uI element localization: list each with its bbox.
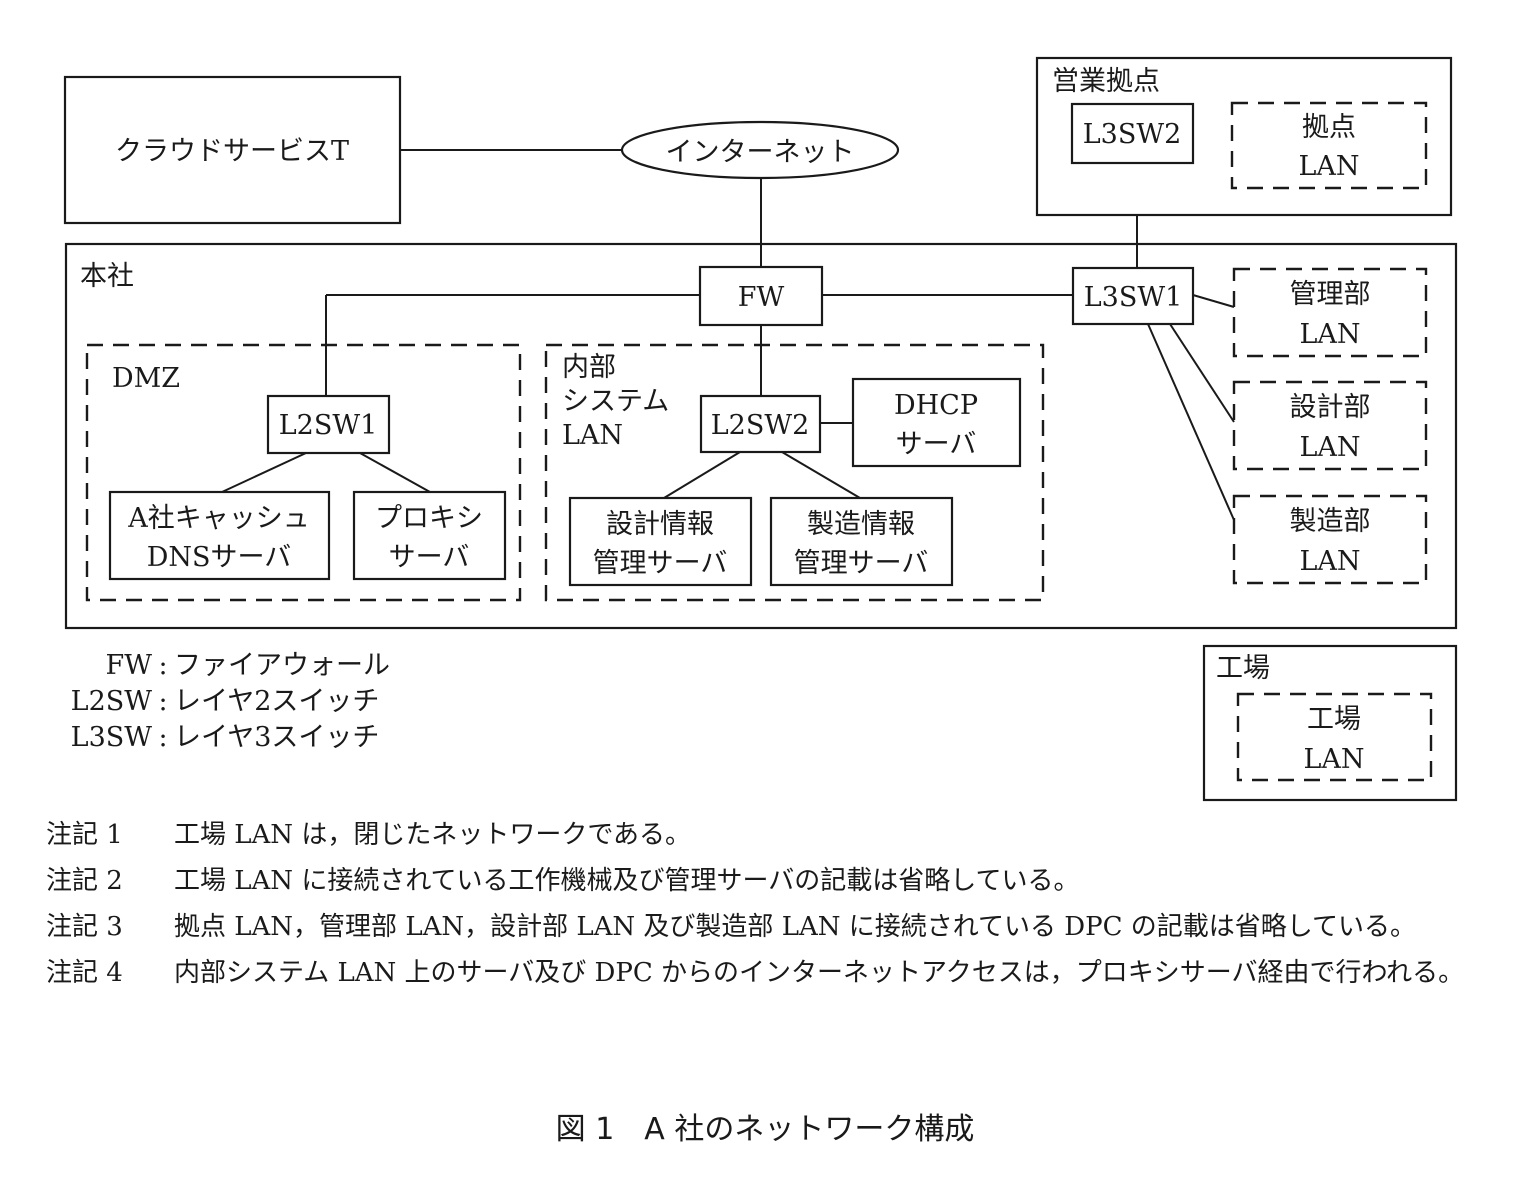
firewall-box — [698, 265, 824, 327]
admin-dept-lan-line2: LAN — [1299, 319, 1360, 350]
internet-label: インターネット — [666, 137, 855, 168]
design-info-server-line1: 設計情報 — [606, 509, 714, 540]
note-item: 注記 4 内部システム LAN 上のサーバ及び DPC からのインターネットアク… — [46, 950, 1486, 996]
legend-sep: : — [158, 686, 168, 717]
dmz-title: DMZ — [112, 363, 180, 394]
note-label: 注記 4 — [46, 958, 123, 988]
legend-row: L3SW : レイヤ3スイッチ — [52, 720, 390, 756]
figure-caption: 図 1 A 社のネットワーク構成 — [555, 1112, 975, 1147]
link-l2sw1-proxy — [359, 452, 431, 493]
mfg-info-server-line1: 製造情報 — [807, 509, 915, 540]
dhcp-server-box — [851, 377, 1022, 468]
factory-lan-box — [1236, 692, 1433, 782]
cache-dns-server-box — [108, 490, 331, 581]
l3sw2-label: L3SW2 — [1083, 119, 1182, 150]
mfg-info-server-box — [769, 496, 954, 587]
internet-cloud — [620, 120, 900, 180]
design-dept-lan-line1: 設計部 — [1290, 392, 1371, 423]
link-l3sw1-design-lan — [1169, 323, 1235, 423]
internal-lan-title-line2: システム — [562, 386, 669, 417]
legend-abbr: L3SW — [70, 722, 152, 753]
legend-row: FW : ファイアウォール — [52, 648, 391, 684]
cloud-service-box — [63, 75, 402, 225]
l2sw1-box — [266, 394, 391, 455]
legend-desc: ファイアウォール — [174, 650, 390, 681]
legend-sep: : — [158, 722, 168, 753]
note-text: 拠点 LAN，管理部 LAN，設計部 LAN 及び製造部 LAN に接続されてい… — [174, 912, 1416, 942]
l3sw1-label: L3SW1 — [1084, 282, 1183, 313]
branch-lan-line1: 拠点 — [1302, 112, 1356, 143]
headquarters-box — [64, 242, 1458, 630]
cache-dns-server-line2: DNSサーバ — [147, 542, 292, 573]
note-label: 注記 1 — [46, 820, 123, 850]
dhcp-server-line2: サーバ — [896, 429, 977, 460]
admin-dept-lan-line1: 管理部 — [1290, 279, 1371, 310]
l2sw2-box — [699, 394, 822, 454]
l3sw2-box — [1070, 102, 1195, 165]
legend-abbr: L2SW — [70, 686, 152, 717]
note-item: 注記 1 工場 LAN は，閉じたネットワークである。 — [46, 812, 1486, 858]
factory-title: 工場 — [1216, 653, 1270, 684]
factory-lan-line2: LAN — [1303, 744, 1364, 775]
design-dept-lan-line2: LAN — [1299, 432, 1360, 463]
note-text: 内部システム LAN 上のサーバ及び DPC からのインターネットアクセスは，プ… — [174, 958, 1465, 988]
link-l2sw1-dns — [221, 452, 307, 493]
note-label: 注記 3 — [46, 912, 123, 942]
legend-sep: : — [158, 650, 168, 681]
note-text: 工場 LAN に接続されている工作機械及び管理サーバの記載は省略している。 — [174, 866, 1080, 896]
headquarters-title: 本社 — [80, 261, 134, 292]
mfg-dept-lan-box — [1232, 494, 1428, 585]
cache-dns-server-line1: A社キャッシュ — [127, 503, 310, 534]
proxy-server-box — [352, 490, 507, 581]
firewall-label: FW — [738, 282, 785, 313]
link-l3sw1-admin-lan — [1192, 294, 1235, 308]
abbreviation-legend: FW : ファイアウォール L2SW : レイヤ2スイッチ L3SW : レイヤ… — [52, 648, 390, 756]
note-label: 注記 2 — [46, 866, 123, 896]
dmz-zone — [85, 343, 522, 602]
link-l2sw2-design-server — [663, 451, 741, 499]
internal-lan-title-line3: LAN — [562, 420, 623, 451]
internal-system-lan-zone — [544, 343, 1045, 602]
link-l2sw2-mfg-server — [781, 451, 861, 499]
admin-dept-lan-box — [1232, 267, 1428, 358]
proxy-server-line1: プロキシ — [375, 503, 483, 534]
mfg-info-server-line2: 管理サーバ — [794, 548, 929, 579]
internal-lan-title-line1: 内部 — [562, 352, 616, 383]
legend-desc: レイヤ2スイッチ — [174, 686, 380, 717]
sales-office-title: 営業拠点 — [1052, 66, 1160, 97]
dhcp-server-line1: DHCP — [894, 390, 978, 421]
legend-abbr: FW — [105, 650, 153, 681]
factory-box — [1202, 644, 1458, 802]
branch-lan-line2: LAN — [1298, 151, 1359, 182]
l2sw1-label: L2SW1 — [279, 410, 378, 441]
factory-lan-line1: 工場 — [1307, 704, 1361, 735]
legend-row: L2SW : レイヤ2スイッチ — [52, 684, 390, 720]
design-info-server-box — [568, 496, 753, 587]
legend-desc: レイヤ3スイッチ — [174, 722, 380, 753]
l2sw2-label: L2SW2 — [711, 410, 810, 441]
network-diagram: クラウドサービスT インターネット 営業拠点 L3SW2 拠点 LAN 本社 F… — [63, 56, 1458, 802]
cloud-service-label: クラウドサービスT — [115, 136, 349, 167]
note-item: 注記 2 工場 LAN に接続されている工作機械及び管理サーバの記載は省略してい… — [46, 858, 1486, 904]
proxy-server-line2: サーバ — [389, 542, 470, 573]
design-dept-lan-box — [1232, 380, 1428, 471]
branch-lan-box — [1230, 101, 1428, 190]
mfg-dept-lan-line1: 製造部 — [1290, 506, 1371, 537]
note-item: 注記 3 拠点 LAN，管理部 LAN，設計部 LAN 及び製造部 LAN に接… — [46, 904, 1486, 950]
notes-section: 注記 1 工場 LAN は，閉じたネットワークである。 注記 2 工場 LAN … — [46, 812, 1486, 996]
note-text: 工場 LAN は，閉じたネットワークである。 — [174, 820, 692, 850]
design-info-server-line2: 管理サーバ — [593, 548, 728, 579]
link-l3sw1-mfg-lan — [1147, 323, 1235, 521]
mfg-dept-lan-line2: LAN — [1299, 546, 1360, 577]
l3sw1-box — [1071, 266, 1195, 326]
